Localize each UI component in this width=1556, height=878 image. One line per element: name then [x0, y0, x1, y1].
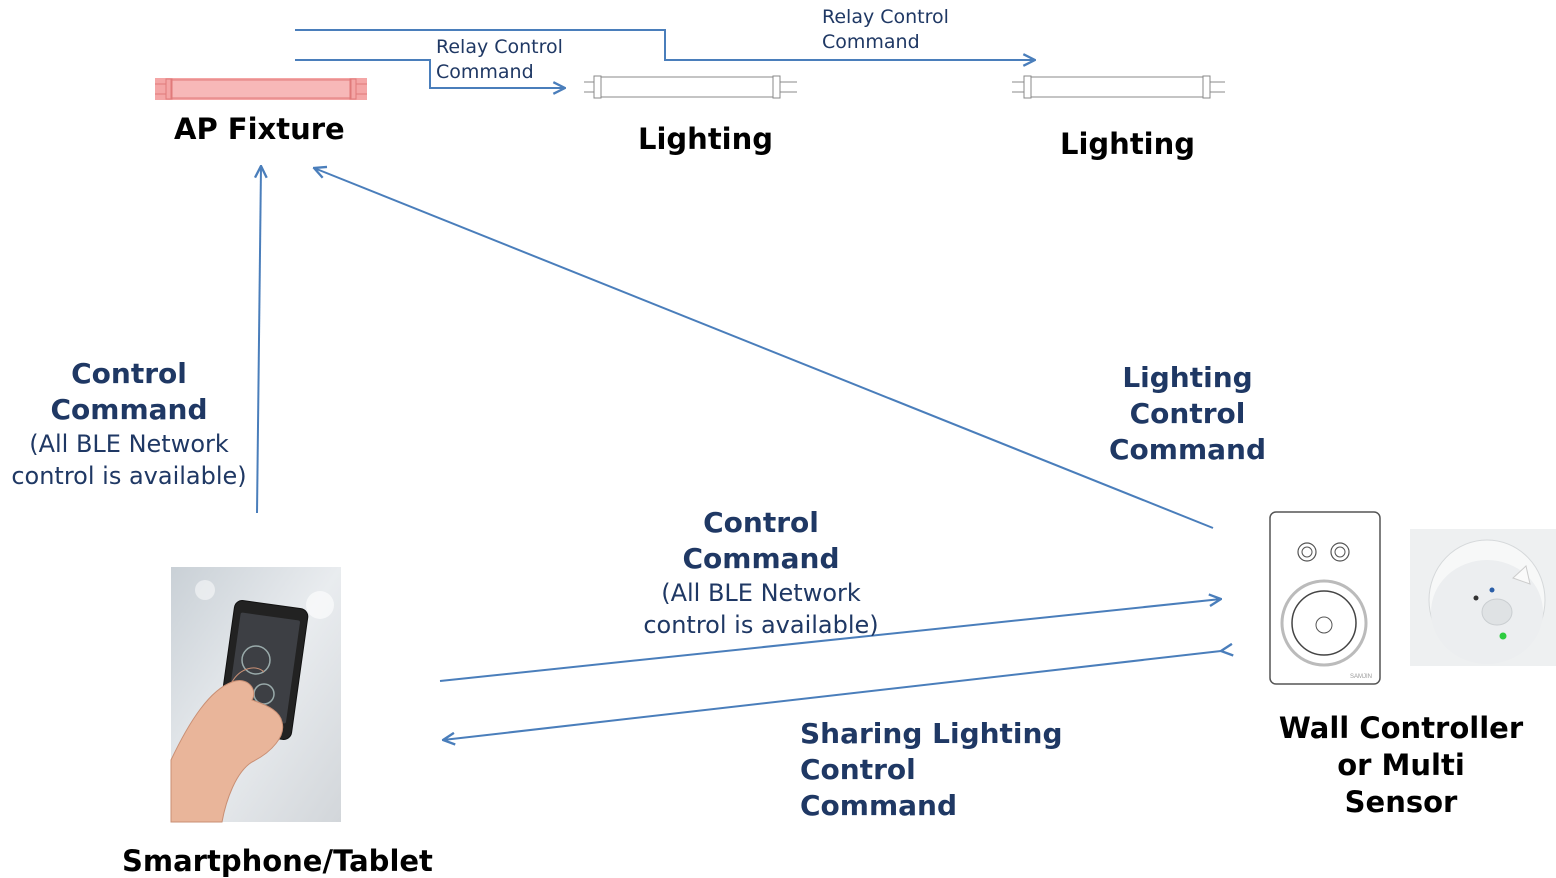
- wall-controller-icon: SAMJIN: [1269, 511, 1381, 685]
- phone-to-wall-note1: (All BLE Network: [661, 579, 861, 607]
- phone-to-ap-label: Control Command (All BLE Network control…: [0, 356, 258, 492]
- phone-to-ap-line1: Control: [71, 357, 187, 390]
- phone-to-ap-note2: control is available): [11, 462, 247, 490]
- phone-to-ap-note1: (All BLE Network: [29, 430, 229, 458]
- lighting-2-label: Lighting: [1060, 127, 1196, 161]
- wall-to-ap-line1: Lighting Control: [1122, 361, 1253, 430]
- relay-1-label-line2: Command: [436, 61, 534, 83]
- arrow-wall-to-ap: [314, 168, 1214, 529]
- smartphone-label: Smartphone/Tablet: [122, 844, 433, 878]
- relay-2-label-line2: Command: [822, 31, 920, 53]
- phone-to-ap-line2: Command: [50, 393, 208, 426]
- ap-fixture-label: AP Fixture: [174, 112, 345, 146]
- wall-controller-label: Wall Controller or Multi Sensor: [1276, 710, 1526, 821]
- ap-fixture-tube-icon: [155, 78, 367, 100]
- lighting-tube-2-icon: [1012, 75, 1225, 99]
- relay-2-label: Relay Control Command: [822, 5, 949, 55]
- arrow-phone-to-ap: [257, 166, 261, 514]
- relay-arrow-1: [295, 59, 565, 88]
- arrow-wall-phone-sharing: [443, 651, 1221, 740]
- wall-controller-label-line1: Wall Controller: [1278, 711, 1524, 745]
- wall-controller-label-line2: or Multi Sensor: [1337, 748, 1465, 819]
- phone-to-wall-line1: Control: [703, 506, 819, 539]
- sharing-line2: Control Command: [800, 753, 958, 822]
- lighting-tube-1-icon: [584, 75, 797, 99]
- phone-to-wall-label: Control Command (All BLE Network control…: [630, 505, 892, 641]
- relay-arrow-2: [295, 29, 1035, 60]
- relay-1-label: Relay Control Command: [436, 35, 563, 85]
- relay-1-label-line1: Relay Control: [436, 36, 563, 58]
- wall-to-ap-line2: Command: [1108, 433, 1266, 466]
- lighting-1-label: Lighting: [638, 122, 774, 156]
- smartphone-photo-icon: [170, 567, 341, 823]
- wall-controller-brand: SAMJIN: [1350, 674, 1372, 680]
- phone-to-wall-note2: control is available): [643, 611, 879, 639]
- sharing-label: Sharing Lighting Control Command: [780, 716, 1080, 824]
- wall-to-ap-label: Lighting Control Command: [1060, 360, 1315, 468]
- multi-sensor-icon: [1410, 529, 1556, 666]
- phone-to-wall-line2: Command: [682, 542, 840, 575]
- sharing-line1: Sharing Lighting: [800, 717, 1063, 750]
- relay-2-label-line1: Relay Control: [822, 6, 949, 28]
